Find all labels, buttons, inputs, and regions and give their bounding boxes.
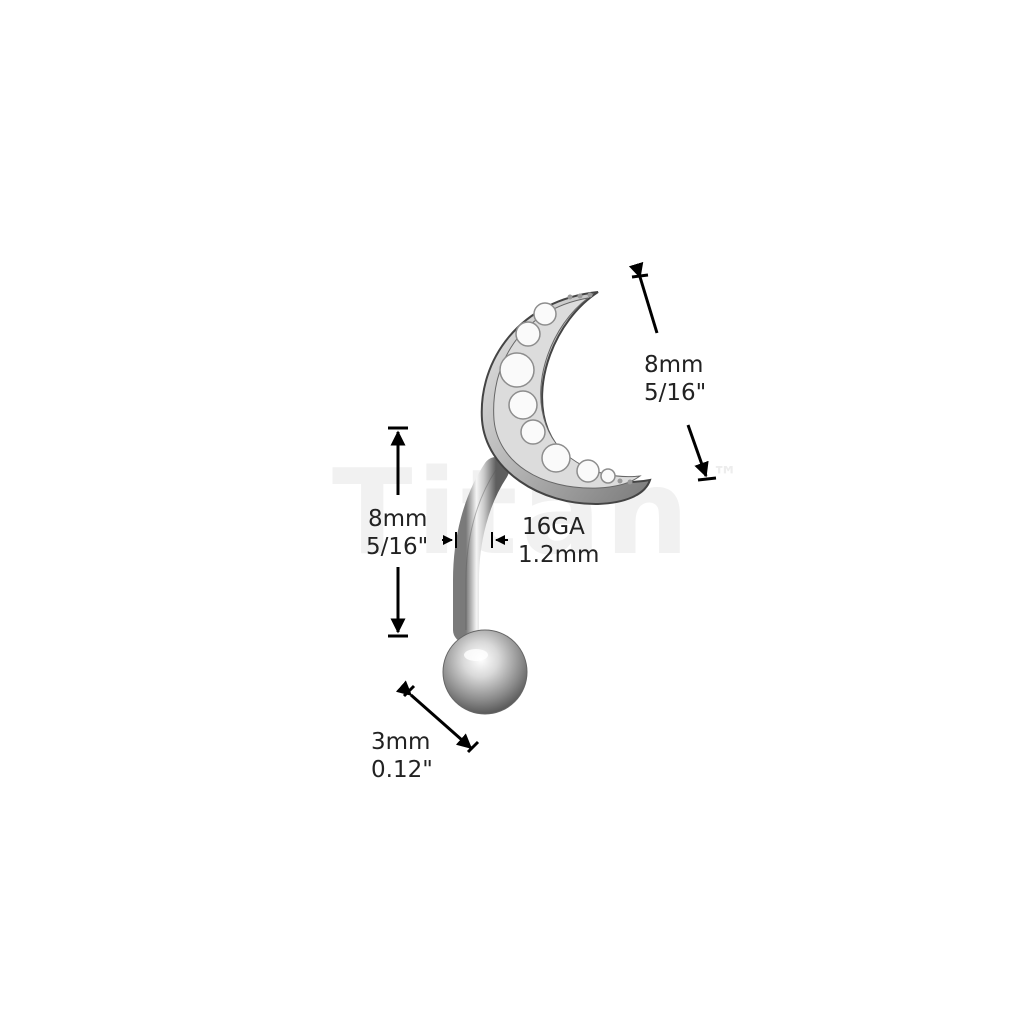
top-length-mm: 8mm — [644, 352, 704, 378]
top-length-arrows — [628, 261, 717, 482]
crescent-moon-top — [480, 291, 652, 506]
bar-length-mm: 8mm — [368, 506, 428, 532]
gauge-mm-label: 1.2mm — [518, 542, 600, 568]
bar-length-in: 5/16" — [366, 534, 429, 560]
ball-diameter-arrow — [395, 680, 480, 754]
bar-length-arrows — [388, 426, 408, 638]
gauge-arrows — [442, 532, 508, 548]
crystal-gems — [499, 302, 616, 484]
ball-end — [442, 629, 528, 715]
ball-mm: 3mm — [371, 729, 431, 755]
watermark-trademark: ™ — [712, 462, 738, 492]
top-length-in: 5/16" — [644, 380, 707, 406]
gauge-label: 16GA — [522, 514, 585, 540]
curved-barbell — [453, 457, 509, 643]
ball-in: 0.12" — [371, 757, 433, 783]
